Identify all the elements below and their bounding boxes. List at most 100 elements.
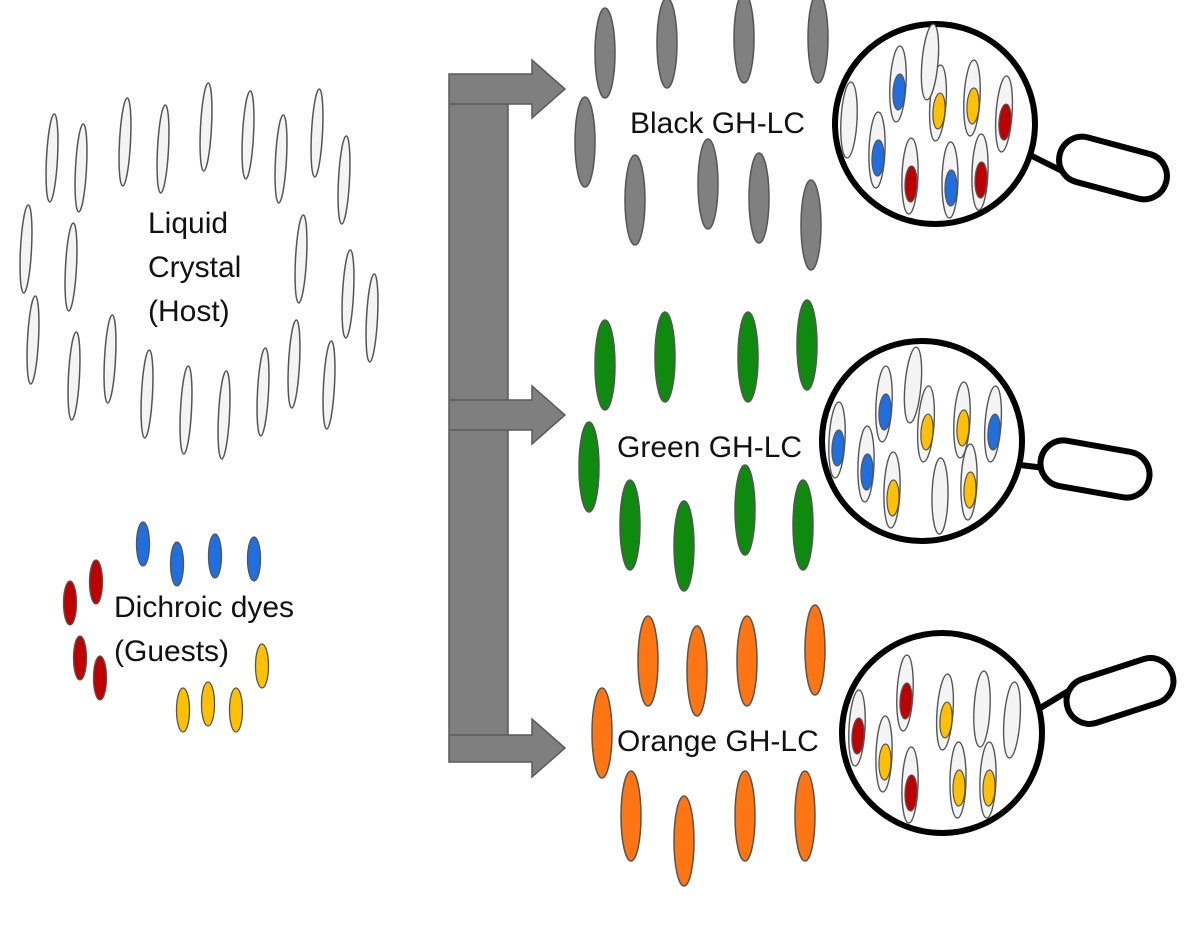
orange-mixture-molecules (591, 604, 826, 887)
host-molecule (287, 319, 301, 409)
host-molecule (199, 82, 213, 172)
green-mixture-molecules (578, 299, 818, 592)
magnified-dye-molecule (878, 743, 892, 781)
mixture-molecule (686, 625, 708, 717)
mixture-molecule (594, 7, 616, 99)
dye-molecule (200, 681, 216, 727)
magnified-dye-molecule (904, 165, 918, 203)
mixture-molecule (736, 615, 758, 707)
mixture-molecule (673, 500, 695, 592)
black-mixture-molecules (574, 0, 829, 271)
mixture-molecule (594, 319, 616, 411)
mixture-molecule (574, 96, 596, 188)
magnifier-handle-grip (1063, 655, 1177, 727)
host-molecules (19, 82, 379, 460)
magnifier-orange (839, 630, 1177, 836)
green-mixture-label: Green GH-LC (617, 431, 803, 464)
mixture-molecule (619, 479, 641, 571)
host-molecule (179, 365, 193, 455)
host-molecule (310, 88, 324, 178)
magnified-dye-molecule (939, 701, 953, 739)
guests-label-line1: Dichroic dyes (114, 591, 295, 624)
host-molecule (103, 314, 117, 404)
magnified-dye-molecule (860, 453, 874, 491)
mixture-molecule (673, 795, 695, 887)
host-label-line1: Liquid (148, 207, 229, 240)
mixture-molecule (624, 154, 646, 246)
mixture-molecule (656, 0, 678, 89)
mixture-molecule (578, 421, 600, 513)
arrow-shape (448, 58, 567, 779)
dye-molecules (62, 521, 270, 733)
host-molecule (241, 90, 255, 180)
dye-molecule (254, 643, 270, 689)
mixture-molecule (804, 604, 826, 696)
magnified-dye-molecule (892, 73, 906, 111)
mixture-molecule (591, 687, 613, 779)
host-molecule (140, 349, 154, 439)
mixture-molecule (697, 138, 719, 230)
host-molecule (217, 370, 231, 460)
host-molecule (341, 249, 355, 339)
magnified-dye-molecule (956, 409, 970, 447)
magnified-dye-molecule (998, 103, 1012, 141)
dye-molecule (246, 536, 262, 582)
dye-molecule (135, 521, 151, 567)
dye-molecule (169, 541, 185, 587)
magnified-dye-molecule (944, 169, 958, 207)
host-molecule (118, 97, 132, 187)
magnified-host-molecule (1002, 681, 1022, 759)
mixture-molecule (654, 311, 676, 403)
black-mixture-label: Black GH-LC (630, 107, 806, 140)
dye-molecule (72, 635, 88, 681)
host-molecule (337, 135, 351, 225)
magnifier-handle-grip (1037, 437, 1153, 501)
host-molecule (294, 214, 308, 304)
magnified-host-molecule (931, 457, 949, 535)
magnified-dye-molecule (871, 139, 885, 177)
host-label-line3: (Host) (148, 295, 230, 328)
magnifier-handle-grip (1056, 133, 1170, 203)
magnified-dye-molecule (878, 393, 892, 431)
magnified-dye-molecule (987, 413, 1001, 451)
mixture-molecule (807, 0, 829, 84)
host-molecule (64, 222, 78, 312)
mixture-molecule (737, 311, 759, 403)
mixture-molecule (637, 615, 659, 707)
mixture-molecule (748, 152, 770, 244)
mixture-molecule (734, 770, 756, 862)
host-label-line2: Crystal (148, 251, 242, 284)
magnified-dye-molecule (963, 471, 977, 509)
dye-molecule (207, 533, 223, 579)
magnified-host-molecule (840, 81, 858, 159)
mixture-molecule (792, 479, 814, 571)
magnified-dye-molecule (899, 682, 913, 720)
magnifier-green (819, 338, 1153, 544)
magnified-dye-molecule (886, 479, 900, 517)
mixture-molecule (794, 770, 816, 862)
host-molecule (365, 273, 379, 363)
mixture-molecule (734, 464, 756, 556)
dye-molecule (62, 580, 78, 626)
host-molecule (45, 113, 59, 203)
magnifier-black (832, 21, 1170, 227)
mixture-molecule (620, 770, 642, 862)
mixture-molecule (800, 179, 822, 271)
magnified-dye-molecule (904, 774, 918, 812)
magnified-dye-molecule (831, 429, 845, 467)
host-molecule (67, 331, 81, 421)
host-molecule (322, 340, 336, 430)
host-molecule (156, 104, 170, 194)
magnified-host-molecule (920, 23, 940, 101)
magnified-dye-molecule (851, 717, 865, 755)
host-molecule (274, 114, 288, 204)
magnified-dye-molecule (974, 161, 988, 199)
dye-molecule (88, 559, 104, 605)
magnified-host-molecule (973, 670, 991, 748)
magnified-dye-molecule (932, 92, 946, 130)
host-molecule (19, 204, 33, 294)
guests-label-line2: (Guests) (114, 635, 230, 668)
magnified-dye-molecule (920, 413, 934, 451)
magnified-dye-molecule (966, 87, 980, 125)
